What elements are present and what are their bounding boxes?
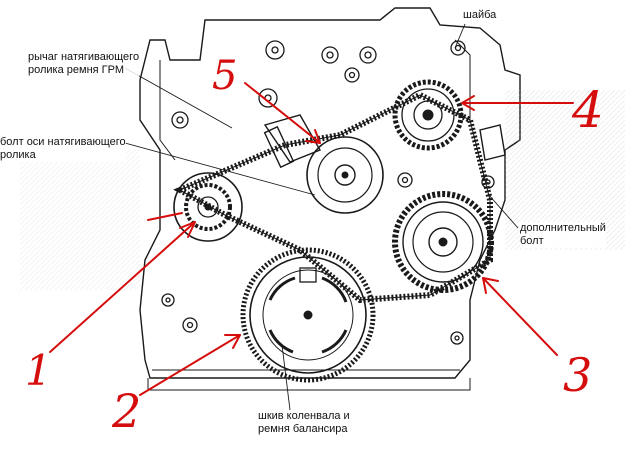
label-washer: шайба (463, 9, 497, 22)
bolts (161, 40, 495, 345)
background-hatch (20, 150, 140, 290)
label-tensioner-lever: рычаг натягивающего ролика ремня ГРМ (28, 51, 140, 77)
marker-1: 1 (25, 346, 52, 395)
annotation-arrows (49, 82, 574, 396)
left-sprocket (173, 172, 243, 242)
marker-4: 4 (572, 81, 604, 139)
arrow-5 (244, 82, 321, 144)
arrow-3 (482, 277, 558, 356)
label-crank-pulley: шкив коленвала и ремня балансира (258, 410, 350, 436)
label-extra-bolt: дополнительный болт (520, 222, 606, 248)
marker-5: 5 (212, 53, 238, 99)
leader-lines (124, 23, 519, 411)
arrow-1 (49, 221, 196, 353)
label-tensioner-bolt: болт оси натягивающего ролика (0, 136, 126, 162)
marker-3: 3 (563, 348, 593, 402)
arrow-2 (139, 334, 241, 396)
right-sprocket (392, 191, 494, 293)
timing-belt (173, 91, 493, 304)
crankshaft-pulley (240, 247, 376, 383)
marker-2: 2 (112, 384, 142, 438)
tensioner-pulley (306, 136, 384, 214)
upper-sprocket (392, 79, 464, 151)
